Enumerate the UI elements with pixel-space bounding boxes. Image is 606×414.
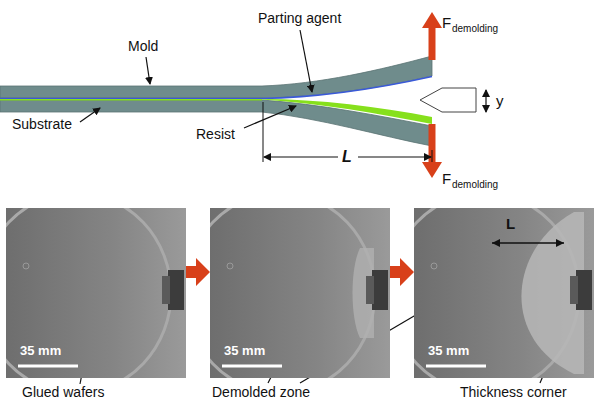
part-label: Demolded zone [212,384,310,400]
process-arrow [186,258,210,286]
part-label: Parting agent [258,10,341,26]
part-label: demolding [452,23,498,35]
part-label: Glued wafers [22,384,104,400]
part-label: F [442,14,451,31]
part-label: Resist [196,126,235,142]
wafer-photo-box: 35 mm L [414,208,594,378]
part-label: Mold [128,38,158,54]
scale-label: 35 mm [428,344,469,358]
wafer-photo-box: 35 mm [6,208,186,378]
scale-label: 35 mm [224,344,265,358]
part-label: F [442,170,451,187]
process-arrow [390,258,414,286]
scale-label: 35 mm [20,344,61,358]
part-label: Substrate [12,116,72,132]
part-label: y [496,92,504,109]
dimension-label: L [506,216,515,233]
part-label: Thickness corner [460,384,567,400]
part-label: L [342,148,352,166]
wafer-photo-box: 35 mm [210,208,390,378]
part-label: demolding [452,179,498,191]
